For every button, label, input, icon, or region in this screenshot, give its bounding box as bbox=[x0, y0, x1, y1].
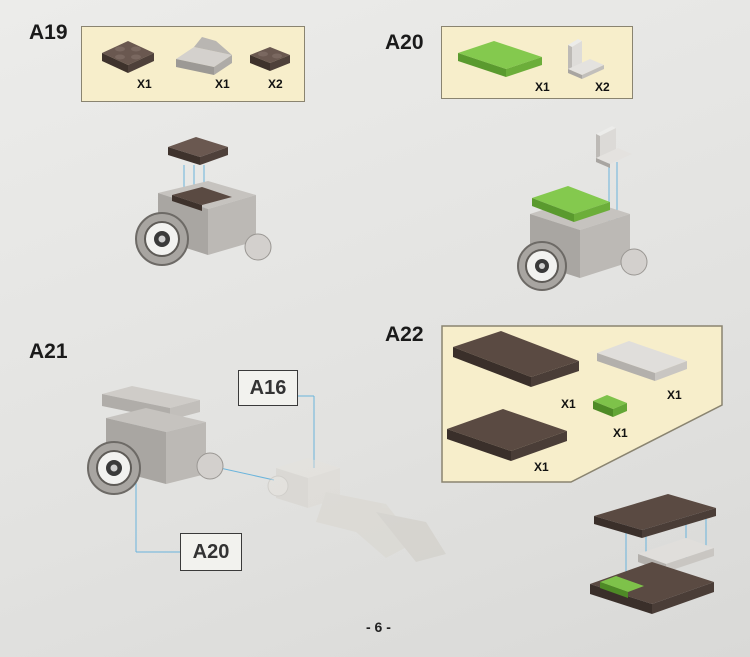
part-qty-a22-1: X1 bbox=[561, 397, 576, 411]
part-light-gray-bracket bbox=[568, 39, 604, 79]
part-dark-brown-plate-1x2 bbox=[250, 47, 290, 71]
step-label-a22: A22 bbox=[385, 323, 424, 346]
assembly-a20 bbox=[517, 126, 648, 291]
part-lime-green-tile-2x4 bbox=[458, 41, 542, 77]
parts-box-a19: X1 X1 X2 bbox=[81, 26, 305, 102]
assembly-a22 bbox=[590, 494, 716, 614]
part-qty-a20-2: X2 bbox=[595, 80, 610, 94]
assembly-a19 bbox=[135, 137, 272, 266]
part-qty-a19-3: X2 bbox=[268, 77, 283, 91]
part-qty-a22-3: X1 bbox=[613, 426, 628, 440]
part-light-gray-slope-wedge bbox=[176, 37, 232, 75]
step-label-a19: A19 bbox=[29, 21, 68, 44]
callout-a20: A20 bbox=[180, 533, 242, 571]
part-qty-a20-1: X1 bbox=[535, 80, 550, 94]
step-label-a21: A21 bbox=[29, 340, 68, 363]
part-qty-a19-2: X1 bbox=[215, 77, 230, 91]
step-label-a20: A20 bbox=[385, 31, 424, 54]
part-qty-a22-2: X1 bbox=[667, 388, 682, 402]
assembly-a21 bbox=[87, 386, 446, 562]
part-dark-brown-plate-2x2 bbox=[102, 41, 154, 73]
part-qty-a22-4: X1 bbox=[534, 460, 549, 474]
parts-box-a20: X1 X2 bbox=[441, 26, 633, 99]
parts-box-a22 bbox=[441, 325, 723, 483]
part-qty-a19-1: X1 bbox=[137, 77, 152, 91]
callout-a16: A16 bbox=[238, 370, 298, 406]
page-number: - 6 - bbox=[366, 619, 391, 635]
